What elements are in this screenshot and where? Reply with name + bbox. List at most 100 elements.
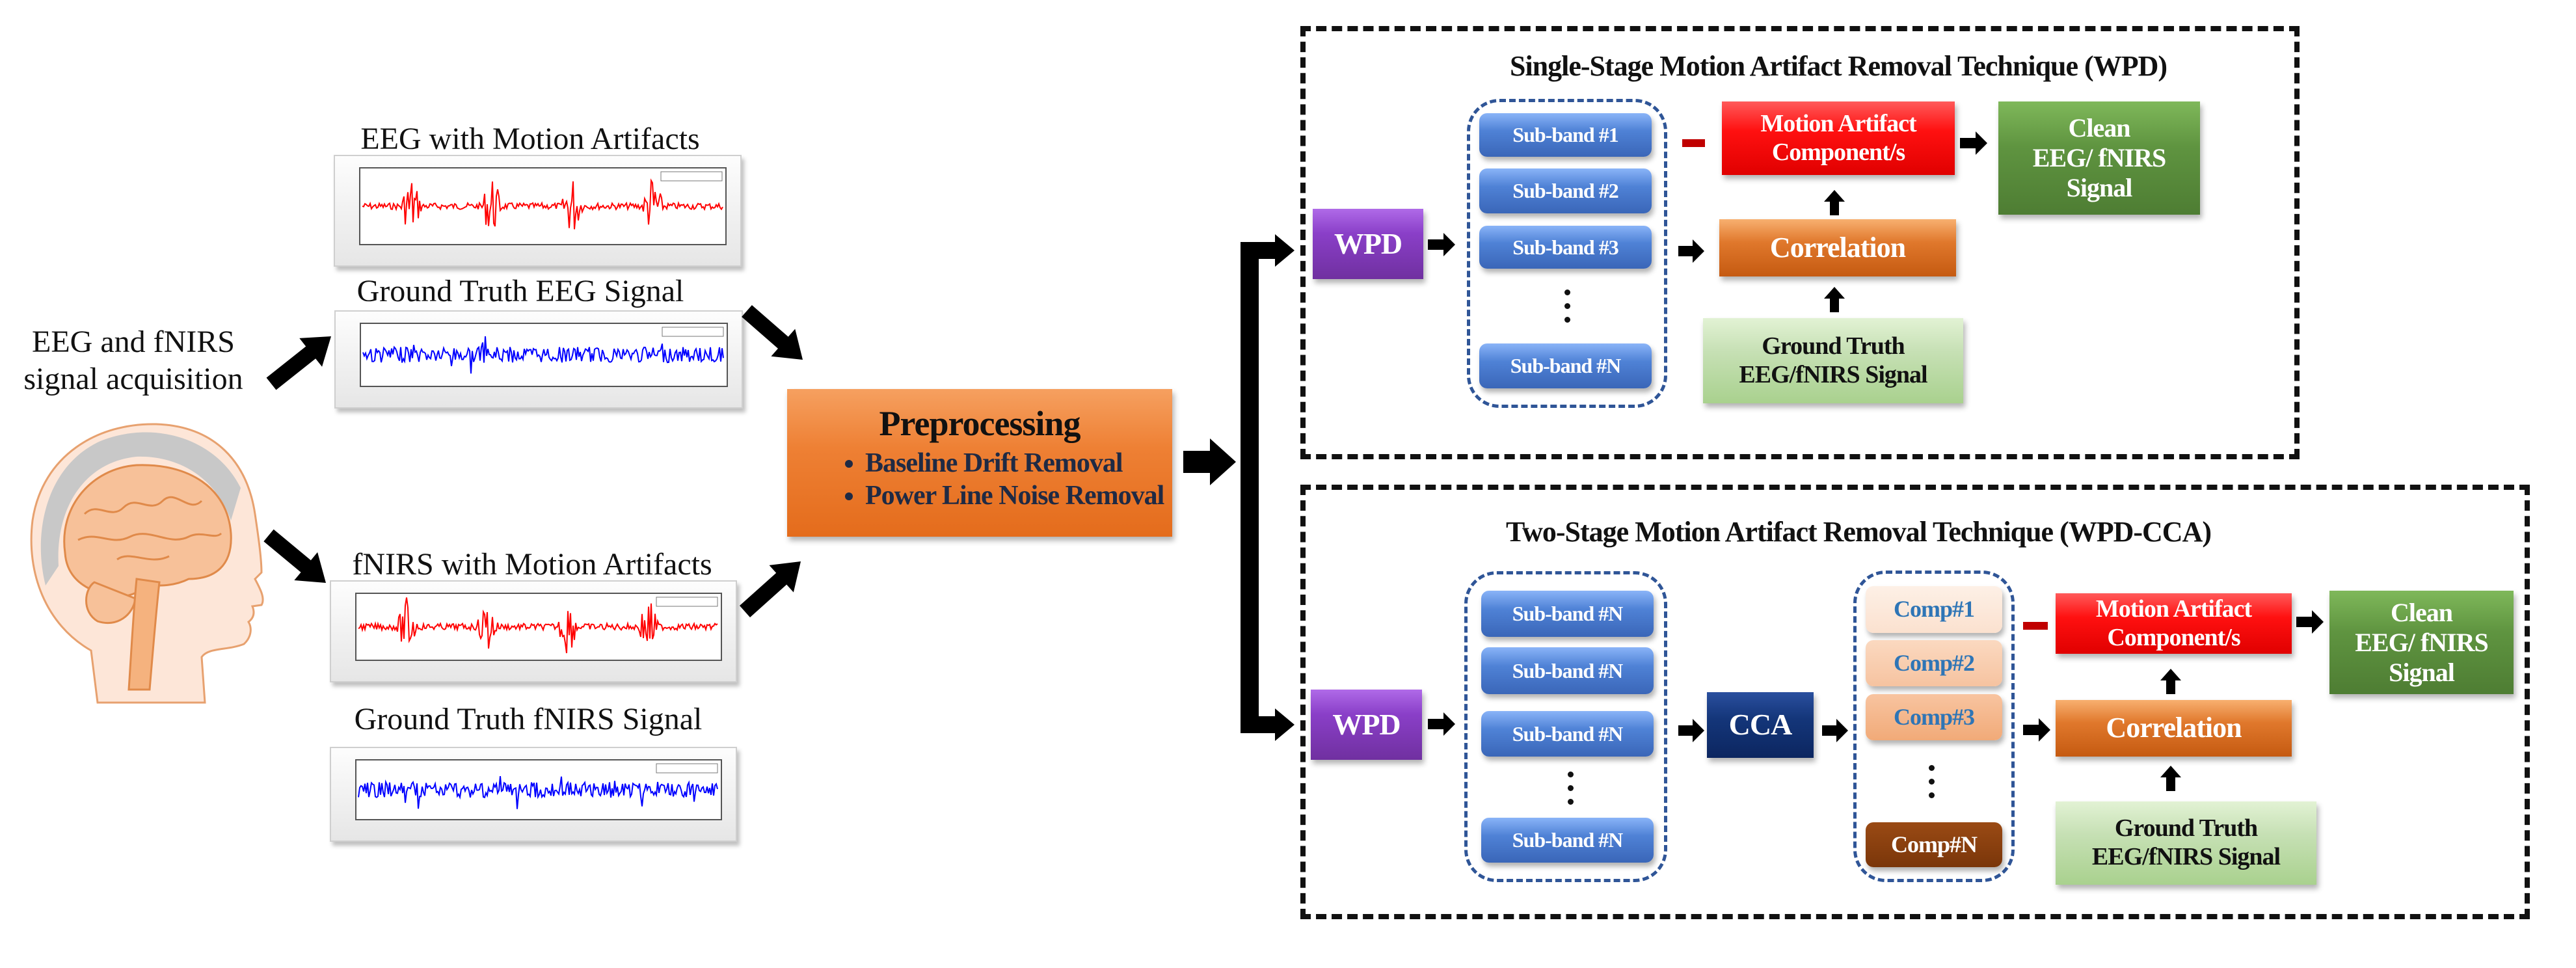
brain-folds (77, 496, 222, 561)
brainstem (127, 578, 161, 691)
two-subband-group (1464, 571, 1667, 882)
ellipsis-icon (1568, 772, 1574, 813)
signal-trace (362, 336, 724, 374)
ellipsis-icon (1929, 765, 1935, 806)
box-line: EEG/fNIRS Signal (1739, 360, 1927, 388)
signal-title-fnirs-artifacts: fNIRS with Motion Artifacts (352, 547, 712, 582)
arrow-icon (2160, 669, 2181, 694)
preprocessing-title: Preprocessing (879, 404, 1081, 443)
component-n: Comp#N (1866, 822, 2002, 867)
box-line: Signal (2389, 657, 2455, 687)
component-1: Comp#1 (1866, 586, 2002, 633)
component-3: Comp#3 (1866, 694, 2002, 740)
head-brain-illustration (30, 423, 264, 704)
arrow-icon (739, 561, 801, 617)
arrow-icon (266, 336, 331, 390)
component-group (1853, 571, 2015, 882)
signal-plot (359, 167, 727, 245)
two-clean-signal-box: Clean EEG/ fNIRS Signal (2329, 591, 2514, 694)
single-clean-signal-box: Clean EEG/ fNIRS Signal (1998, 101, 2200, 215)
box-line: EEG/ fNIRS (2032, 143, 2166, 172)
arrow-icon (1960, 131, 1987, 155)
arrow-icon (1678, 719, 1704, 742)
plot-eeg-ground-truth (334, 310, 743, 409)
arrow-icon (1824, 190, 1845, 215)
acquisition-label-line1: EEG and fNIRS (32, 325, 235, 359)
arrow-icon (263, 529, 326, 583)
signal-title-eeg-artifacts: EEG with Motion Artifacts (360, 122, 700, 156)
two-wpd-box: WPD (1311, 690, 1422, 760)
arrow-icon (1428, 712, 1455, 736)
single-subband-3: Sub-band #3 (1479, 226, 1652, 269)
box-line: EEG/ fNIRS (2355, 627, 2488, 657)
ellipsis-icon (1564, 289, 1571, 330)
single-subband-2: Sub-band #2 (1479, 168, 1652, 213)
plot-eeg-artifacts (334, 155, 742, 267)
arrow-icon (1428, 233, 1455, 256)
box-line: Motion Artifact (1760, 109, 1916, 137)
signal-title-eeg-ground-truth: Ground Truth EEG Signal (356, 274, 684, 308)
two-ground-truth-box: Ground Truth EEG/fNIRS Signal (2056, 801, 2316, 885)
box-line: Clean (2068, 113, 2131, 142)
two-subband: Sub-band #N (1481, 711, 1654, 757)
plot-legend (656, 597, 718, 607)
plot-fnirs-artifacts (330, 580, 737, 682)
arrow-icon (2160, 766, 2181, 791)
single-correlation-box: Correlation (1719, 219, 1956, 276)
box-line: Clean (2391, 597, 2453, 627)
box-line: EEG/fNIRS Signal (2091, 843, 2281, 870)
cerebellum (85, 581, 137, 625)
two-correlation-box: Correlation (2056, 700, 2292, 757)
acquisition-label-line2: signal acquisition (23, 362, 243, 396)
plot-legend (656, 763, 718, 773)
arrow-icon (1183, 438, 1236, 485)
signal-plot (360, 323, 728, 387)
arrow-icon (1678, 239, 1704, 263)
single-stage-panel (1300, 26, 2300, 459)
two-motion-artifact-box: Motion Artifact Component/s (2056, 593, 2292, 654)
plot-legend (660, 171, 723, 182)
two-stage-panel (1300, 485, 2530, 919)
single-motion-artifact-box: Motion Artifact Component/s (1722, 101, 1955, 175)
plot-fnirs-ground-truth (330, 747, 737, 842)
box-line: Component/s (1771, 138, 1905, 166)
arrow-icon (2296, 610, 2324, 634)
signal-plot (355, 759, 722, 820)
signal-trace (362, 178, 723, 230)
arrow-icon (2023, 718, 2050, 742)
box-line: Signal (2066, 173, 2133, 202)
two-stage-title: Two-Stage Motion Artifact Removal Techni… (1506, 516, 2212, 548)
two-subband: Sub-band #N (1481, 818, 1654, 863)
signal-trace (358, 776, 718, 809)
single-subband-n: Sub-band #N (1479, 343, 1652, 388)
single-subband-group (1467, 99, 1667, 408)
plot-legend (662, 327, 724, 337)
box-line: Ground Truth (1762, 332, 1905, 360)
box-line: Ground Truth (2114, 814, 2258, 842)
preprocessing-item: Baseline Drift Removal (865, 448, 1164, 479)
signal-plot (355, 593, 722, 661)
single-subband-1: Sub-band #1 (1479, 113, 1652, 157)
signal-trace (358, 597, 718, 654)
minus-icon (2023, 622, 2048, 630)
box-line: Motion Artifact (2095, 595, 2252, 623)
arrow-icon (1824, 287, 1845, 312)
single-stage-title: Single-Stage Motion Artifact Removal Tec… (1509, 50, 2167, 82)
signal-title-fnirs-ground-truth: Ground Truth fNIRS Signal (354, 702, 703, 736)
arrow-icon (1822, 719, 1848, 742)
preprocessing-box: Preprocessing Baseline Drift Removal Pow… (787, 389, 1172, 537)
single-ground-truth-box: Ground Truth EEG/fNIRS Signal (1703, 318, 1963, 403)
two-subband: Sub-band #N (1481, 647, 1654, 694)
skull-band (40, 432, 241, 585)
arrow-icon (742, 304, 803, 360)
cca-box: CCA (1707, 692, 1814, 758)
box-line: Component/s (2107, 623, 2240, 651)
two-subband: Sub-band #N (1481, 591, 1654, 637)
single-wpd-box: WPD (1313, 209, 1423, 279)
component-2: Comp#2 (1866, 640, 2002, 686)
minus-icon (1682, 139, 1705, 147)
preprocessing-item: Power Line Noise Removal (865, 480, 1164, 511)
preprocessing-list: Baseline Drift Removal Power Line Noise … (787, 446, 1164, 513)
split-bracket-arrow (1241, 234, 1295, 741)
